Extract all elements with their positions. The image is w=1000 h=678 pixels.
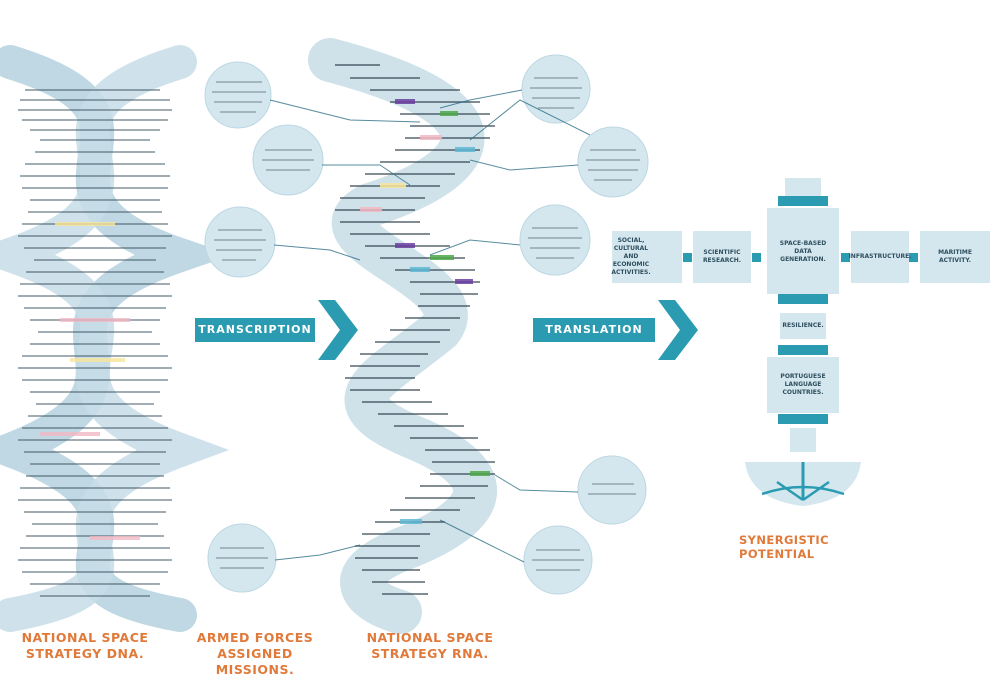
rna-strand — [308, 38, 497, 634]
translation-label: TRANSLATION — [545, 323, 643, 336]
caption-rna: NATIONAL SPACE STRATEGY RNA. — [366, 630, 494, 661]
synergistic-potential-label: SYNERGISTIC POTENTIAL — [739, 533, 829, 561]
caption-missions: ARMED FORCES ASSIGNED MISSIONS. — [196, 630, 314, 677]
space-based-data-generation-box: SPACE-BASED DATA GENERATION. — [779, 240, 827, 263]
scientific-research-box: SCIENTIFIC RESEARCH. — [702, 249, 742, 264]
social-cultural-economic-box: SOCIAL, CULTURAL AND ECONOMIC ACTIVITIES… — [611, 237, 651, 276]
dna-helix — [0, 45, 233, 632]
transcription-label: TRANSCRIPTION — [198, 323, 312, 336]
transcription-arrow — [195, 300, 358, 360]
caption-dna: NATIONAL SPACE STRATEGY DNA. — [21, 630, 149, 661]
infrastructure-box: INFRASTRUCTURE. — [848, 253, 912, 260]
satellite-structure — [612, 178, 990, 506]
resilience-box: RESILIENCE. — [782, 322, 824, 329]
translation-arrow — [533, 300, 698, 360]
portuguese-language-countries-box: PORTUGUESE LANGUAGE COUNTRIES. — [780, 373, 826, 396]
maritime-activity-box: MARITIME ACTIVITY. — [938, 249, 972, 264]
